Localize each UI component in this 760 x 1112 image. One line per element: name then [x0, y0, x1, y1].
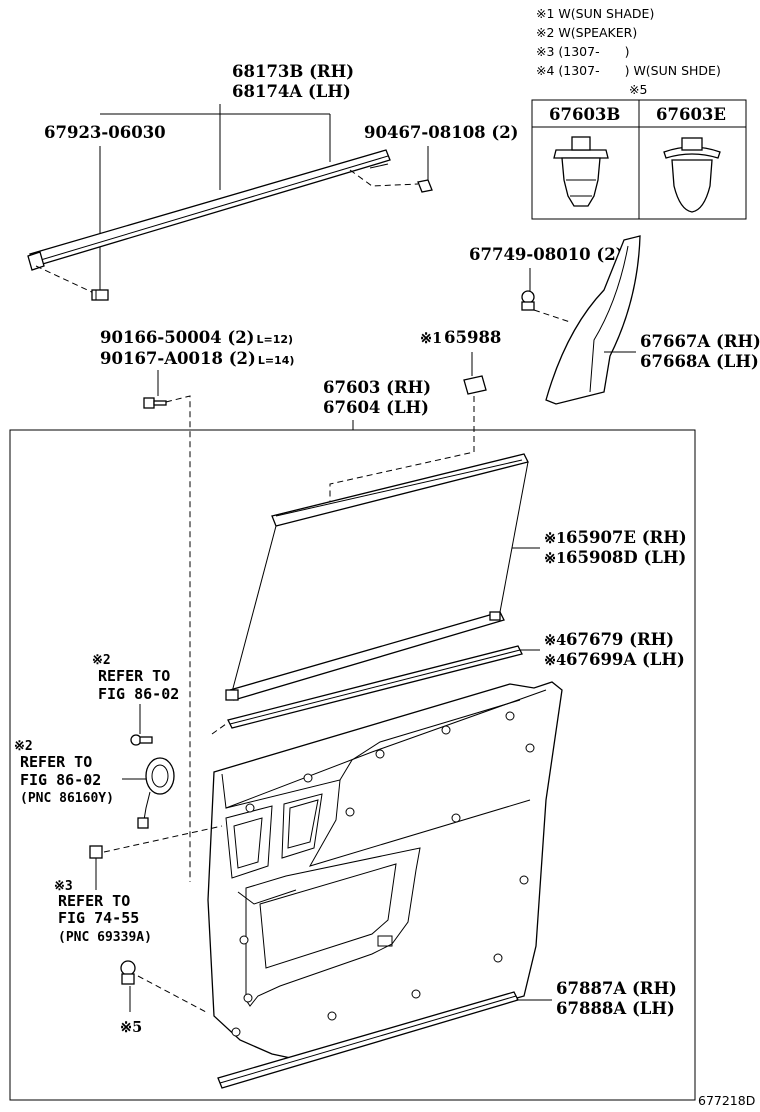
switch-plate-icon [89, 845, 103, 859]
label-strip-lh-mark: ※4 [544, 652, 566, 669]
figure-code: 677218D [698, 1093, 755, 1108]
clip-67923-icon [91, 289, 109, 301]
clip-67749-icon [521, 290, 535, 311]
refer-note-1: ※2 REFER TO FIG 86-02 [92, 653, 179, 703]
shade-clip-icon [463, 375, 487, 395]
label-screw-2: 90167-A0018 (2)L=14) [100, 349, 294, 368]
label-board-lh: 67604 (LH) [323, 398, 429, 417]
label-pillar-lh: 67668A (LH) [640, 352, 759, 371]
label-strip-lh: 67699A (LH) [566, 650, 685, 669]
label-moulding-lh: 68174A (LH) [232, 82, 351, 101]
svg-text:FIG 74-55: FIG 74-55 [58, 909, 139, 927]
label-shade-rh: 65907E (RH) [566, 528, 687, 547]
label-shade-rh-mark: ※1 [544, 530, 566, 547]
svg-text:(PNC 86160Y): (PNC 86160Y) [20, 791, 114, 806]
label-strip-rh: 67679 (RH) [566, 630, 674, 649]
label-clip-pillar: 67749-08010 (2) [469, 245, 624, 264]
clip-67603e-icon [663, 137, 721, 213]
clip-67603b-icon [553, 136, 609, 207]
refer-note-2: ※2 REFER TO FIG 86-02 (PNC 86160Y) [14, 739, 114, 806]
svg-text:(PNC 69339A): (PNC 69339A) [58, 930, 152, 945]
svg-text:REFER TO: REFER TO [58, 892, 130, 910]
label-lower-lh: 67888A (LH) [556, 999, 675, 1018]
note-2: ※2 W(SPEAKER) [536, 25, 637, 40]
note-1: ※1 W(SUN SHADE) [536, 6, 654, 21]
label-shade-lh-mark: ※1 [544, 550, 566, 567]
clip-table-mark: ※5 [629, 82, 647, 97]
svg-text:FIG 86-02: FIG 86-02 [20, 771, 101, 789]
sun-shade [225, 453, 529, 701]
label-board-rh: 67603 (RH) [323, 378, 431, 397]
screw-icon [143, 397, 167, 409]
label-shade-clip: 65988 [444, 328, 501, 347]
legend-notes: ※1 W(SUN SHADE) ※2 W(SPEAKER) ※3 (1307- … [536, 6, 721, 78]
svg-text:FIG 86-02: FIG 86-02 [98, 685, 179, 703]
clip-table: ※5 67603B 67603E [531, 82, 747, 220]
label-screw-1: 90166-50004 (2)L=12) [100, 328, 293, 347]
door-trim-panel [207, 681, 563, 1061]
moulding-labels: 68173B (RH) 68174A (LH) 67923-06030 9046… [44, 62, 519, 142]
note-3: ※3 (1307- ) [536, 44, 629, 59]
svg-text:REFER TO: REFER TO [20, 753, 92, 771]
label-strip-rh-mark: ※4 [544, 632, 566, 649]
clip-table-col2: 67603E [656, 105, 726, 124]
label-shade-clip-mark: ※1 [420, 330, 442, 347]
svg-text:※3: ※3 [54, 879, 73, 894]
svg-text:REFER TO: REFER TO [98, 667, 170, 685]
door-moulding [27, 149, 391, 271]
svg-text:※2: ※2 [92, 653, 111, 668]
note-4: ※4 (1307- ) W(SUN SHDE) [536, 63, 721, 78]
label-shade-lh: 65908D (LH) [566, 548, 686, 567]
speaker-screw-icon [130, 734, 153, 746]
label-clip5-mark: ※5 [120, 1019, 142, 1036]
label-pillar-rh: 67667A (RH) [640, 332, 760, 351]
board-assembly-frame [9, 429, 696, 1101]
label-lower-rh: 67887A (RH) [556, 979, 677, 998]
clip-table-col1: 67603B [549, 105, 620, 124]
clip-5-icon [120, 960, 136, 985]
clip-90467-icon [417, 179, 433, 193]
weather-strip [227, 645, 523, 729]
label-moulding-rh: 68173B (RH) [232, 62, 354, 81]
svg-text:※2: ※2 [14, 739, 33, 754]
speaker-icon [137, 757, 175, 829]
refer-note-3: ※3 REFER TO FIG 74-55 (PNC 69339A) [54, 879, 152, 945]
pillar-garnish [545, 235, 641, 405]
label-clip-right: 90467-08108 (2) [364, 123, 519, 142]
label-clip-left: 67923-06030 [44, 123, 166, 142]
